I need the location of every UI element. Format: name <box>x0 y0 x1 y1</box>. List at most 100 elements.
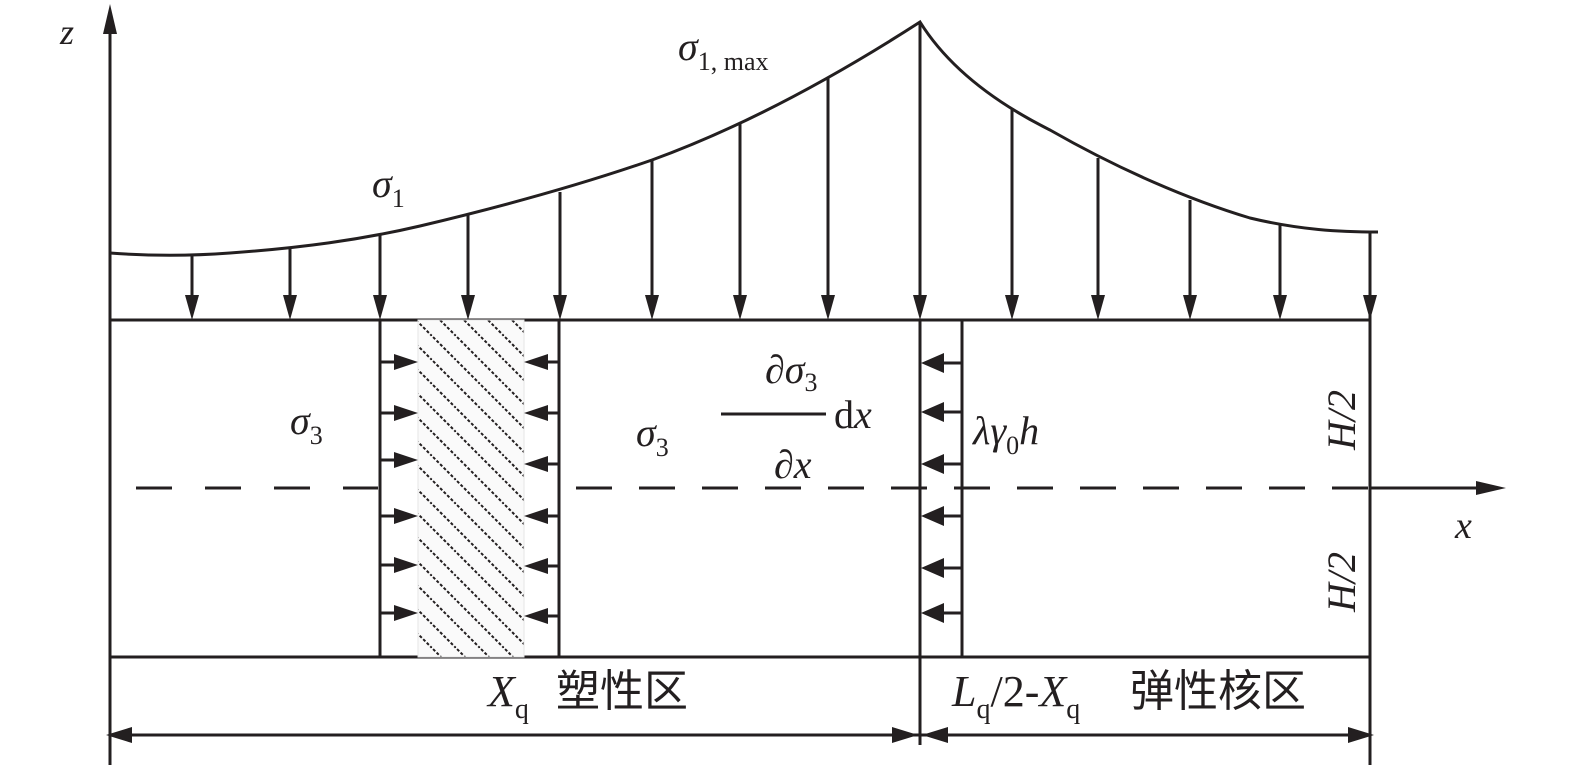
h-symbol: h <box>1019 408 1039 453</box>
load-arrow <box>373 235 387 320</box>
arrowhead-down-icon <box>185 295 199 320</box>
arrowhead-left-icon <box>524 608 548 624</box>
sigma3-left-subscript: 3 <box>310 421 323 450</box>
dx-term: dx <box>834 392 872 437</box>
xq-subscript: q <box>515 694 529 725</box>
arrowhead-down-icon <box>913 295 927 320</box>
lambda-gamma-h-label: λγ0h <box>972 408 1039 460</box>
arrowhead-down-icon <box>1091 295 1105 320</box>
arrowhead-down-icon <box>553 295 567 320</box>
sigma3-arrow-right <box>380 405 418 421</box>
sigma3-right-label: σ3 <box>636 410 669 462</box>
arrowhead-left-icon <box>524 508 548 524</box>
z-axis <box>103 4 117 765</box>
arrowhead-down-icon <box>645 295 659 320</box>
plastic-zone-label: Xq 塑性区 <box>486 666 688 725</box>
dim-arrow-mid-right-icon <box>922 727 948 743</box>
load-arrow <box>1273 225 1287 320</box>
lambda-arrow-left <box>921 603 962 623</box>
lambda-arrow-left <box>921 353 962 373</box>
sigma3-arrow-right <box>380 452 418 468</box>
elastic-zone-name: 弹性核区 <box>1130 666 1306 717</box>
z-axis-arrowhead-icon <box>103 4 117 34</box>
arrowhead-down-icon <box>283 295 297 320</box>
load-arrow <box>553 192 567 320</box>
arrowhead-left-icon <box>524 456 548 472</box>
dimension-lines <box>106 727 1374 743</box>
sigma3-left-label: σ3 <box>290 398 323 450</box>
arrowhead-right-icon <box>394 405 418 421</box>
pillar-box <box>110 232 1372 765</box>
arrowhead-down-icon <box>821 295 835 320</box>
arrowhead-left-icon <box>921 353 944 373</box>
sigma3-left-symbol: σ <box>290 398 311 443</box>
dx-d: d <box>834 392 854 437</box>
dim-arrow-right-icon <box>1348 727 1374 743</box>
plastic-zone-name: 塑性区 <box>556 666 688 717</box>
load-arrow <box>1183 200 1197 320</box>
arrowhead-left-icon <box>921 402 944 422</box>
sigma3-arrow-right <box>380 354 418 370</box>
load-arrow <box>185 255 199 320</box>
dx-x: x <box>853 392 872 437</box>
plastic-zone-var: Xq <box>486 667 529 725</box>
sigma1-max-subscript: 1, max <box>698 47 769 76</box>
arrowhead-down-icon <box>1183 295 1197 320</box>
derivative-numerator: ∂σ3 <box>765 347 818 397</box>
half-height-bottom-label: H/2 <box>1319 552 1364 613</box>
arrowhead-left-icon <box>921 454 944 474</box>
gamma-symbol: γ <box>990 408 1007 453</box>
arrowhead-left-icon <box>524 405 548 421</box>
sigma3-arrow-left <box>524 508 559 524</box>
dim-arrow-mid-left-icon <box>892 727 918 743</box>
arrowhead-down-icon <box>373 295 387 320</box>
arrowhead-right-icon <box>394 354 418 370</box>
load-arrow <box>913 22 927 320</box>
lambda-arrow-left <box>921 402 962 422</box>
derivative-denominator: ∂x <box>774 442 812 487</box>
elastic-zone-label: Lq/2-Xq 弹性核区 <box>951 666 1306 725</box>
sigma1-subscript: 1 <box>392 184 405 213</box>
load-arrow <box>1091 158 1105 320</box>
arrowhead-right-icon <box>394 557 418 573</box>
load-arrow <box>645 160 659 320</box>
hatched-differential-element <box>417 319 525 658</box>
sigma3-arrow-left <box>524 354 559 370</box>
arrowhead-right-icon <box>394 452 418 468</box>
arrowhead-left-icon <box>921 558 944 578</box>
sigma3-arrow-left <box>524 405 559 421</box>
arrowhead-down-icon <box>733 295 747 320</box>
sigma3-right-symbol: σ <box>636 410 657 455</box>
arrowhead-right-icon <box>394 508 418 524</box>
arrowhead-down-icon <box>1273 295 1287 320</box>
sigma1-max-label: σ1, max <box>678 24 769 76</box>
load-arrow <box>733 123 747 320</box>
derivative-term: ∂σ3 ∂x dx <box>721 347 872 487</box>
arrowhead-right-icon <box>394 605 418 621</box>
sigma1-max-symbol: σ <box>678 24 699 69</box>
load-arrow <box>461 215 475 320</box>
lambda-arrow-left <box>921 558 962 578</box>
sigma3-arrow-left <box>524 558 559 574</box>
x-axis-label: x <box>1454 505 1472 547</box>
partial-sigma: ∂σ <box>765 347 806 392</box>
lambda-arrow-left <box>921 506 962 526</box>
load-arrow <box>283 247 297 320</box>
arrowhead-down-icon <box>461 295 475 320</box>
arrowhead-left-icon <box>921 506 944 526</box>
lq-symbol: L <box>951 667 976 716</box>
partial-sigma-subscript: 3 <box>805 368 818 397</box>
sigma1-stress-curve <box>109 19 1379 257</box>
sigma3-arrow-left <box>524 456 559 472</box>
lambda-arrow-left <box>921 454 962 474</box>
sigma3-arrow-right <box>380 557 418 573</box>
sigma3-arrow-left <box>524 608 559 624</box>
half-height-top-label: H/2 <box>1319 390 1364 451</box>
dim-arrow-left-icon <box>106 727 132 743</box>
arrowhead-down-icon <box>1005 295 1019 320</box>
sigma3-arrow-right <box>380 508 418 524</box>
load-arrow <box>821 77 835 320</box>
gamma-subscript: 0 <box>1006 431 1019 460</box>
sigma1-load-arrows <box>185 22 1377 320</box>
